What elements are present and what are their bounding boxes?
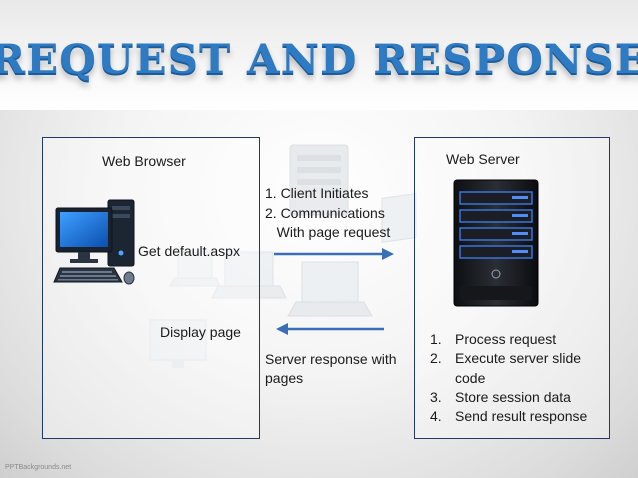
web-browser-label: Web Browser [102,153,186,169]
bg-server-icon [289,144,349,216]
request-arrow [274,248,394,260]
top-band [0,0,638,110]
bg-laptop-center-icon [287,261,373,317]
bg-laptop-left-icon [211,251,287,299]
request-step-3: With page request [265,224,391,240]
server-step-item: code [455,369,486,386]
bg-laptop-far-left-icon [169,251,221,287]
response-arrow [276,323,384,335]
display-page-label: Display page [160,324,241,340]
bg-laptop-right-icon [381,192,417,243]
request-step-2: 2. Communications [265,205,385,221]
server-tower-icon [453,179,539,307]
server-response-label: Server response with pages [265,351,397,386]
web-browser-box [42,137,260,439]
desktop-computer-icon [53,199,135,285]
get-request-label: Get default.aspx [138,243,240,259]
server-step-item: 2.Execute server slide [430,350,582,367]
slide-title: REQUEST AND RESPONSE [0,36,638,83]
web-server-label: Web Server [446,151,520,167]
server-step-item: 3.Store session data [430,388,571,405]
request-step-1: 1. Client Initiates [265,185,369,201]
bg-monitor-icon [149,319,207,368]
server-steps-list: 1.Process request 2.Execute server slide… [430,330,605,426]
server-step-item: 4.Send result response [430,408,588,425]
footer-credit: PPTBackgrounds.net [5,464,72,471]
server-step-item: 1.Process request [430,331,557,347]
